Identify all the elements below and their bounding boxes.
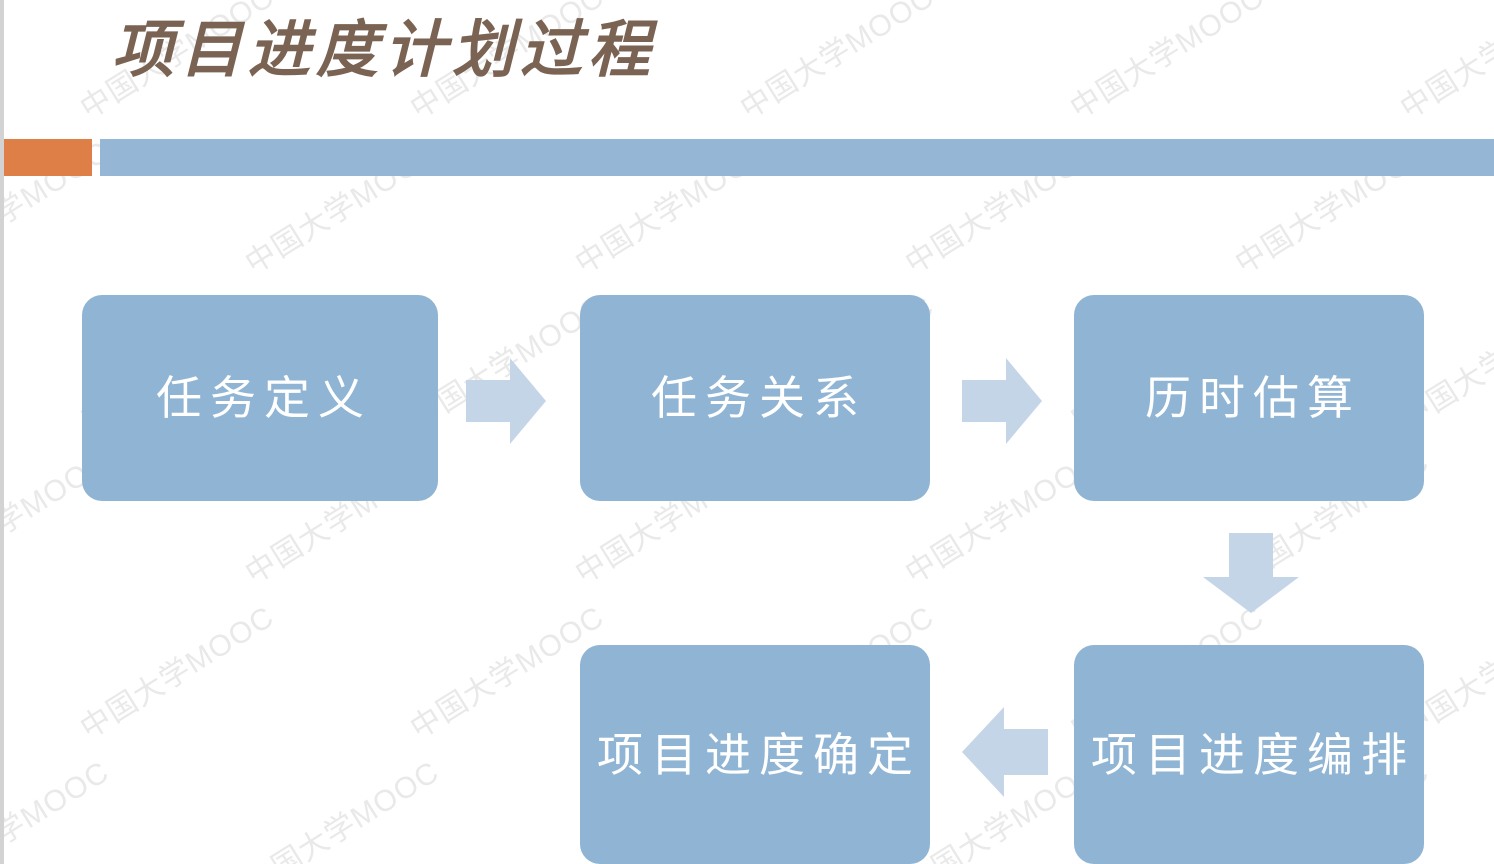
arrow-right-icon bbox=[466, 358, 546, 444]
arrow-down-icon bbox=[1203, 533, 1299, 613]
flow-node-duration-estimate[interactable]: 历时估算 bbox=[1074, 295, 1424, 501]
flow-node-task-definition[interactable]: 任务定义 bbox=[82, 295, 438, 501]
flow-node-task-relation[interactable]: 任务关系 bbox=[580, 295, 930, 501]
arrow-left-icon bbox=[962, 707, 1048, 797]
watermark-text: 中国大学MOOC bbox=[239, 755, 445, 864]
slide-edge-strip bbox=[0, 0, 4, 864]
flow-node-label: 任务关系 bbox=[651, 371, 867, 425]
watermark-text: 中国大学MOOC bbox=[74, 600, 280, 746]
flow-node-schedule-confirm[interactable]: 项目进度确定 bbox=[580, 645, 930, 864]
watermark-text: 中国大学MOOC bbox=[0, 755, 115, 864]
flow-node-schedule-arrange[interactable]: 项目进度编排 bbox=[1074, 645, 1424, 864]
header-accent-bar-blue bbox=[100, 139, 1494, 176]
flow-node-label: 项目进度编排 bbox=[1091, 727, 1415, 782]
flow-node-label: 历时估算 bbox=[1145, 371, 1361, 425]
arrow-right-icon bbox=[962, 358, 1042, 444]
page-title: 项目进度计划过程 bbox=[112, 13, 657, 86]
flow-node-label: 项目进度确定 bbox=[597, 727, 921, 782]
header-accent-bar-orange bbox=[0, 139, 92, 176]
watermark-text: 中国大学MOOC bbox=[734, 0, 940, 126]
flow-node-label: 任务定义 bbox=[156, 371, 372, 425]
watermark-text: 中国大学MOOC bbox=[1394, 0, 1494, 126]
watermark-text: 中国大学MOOC bbox=[1064, 0, 1270, 126]
